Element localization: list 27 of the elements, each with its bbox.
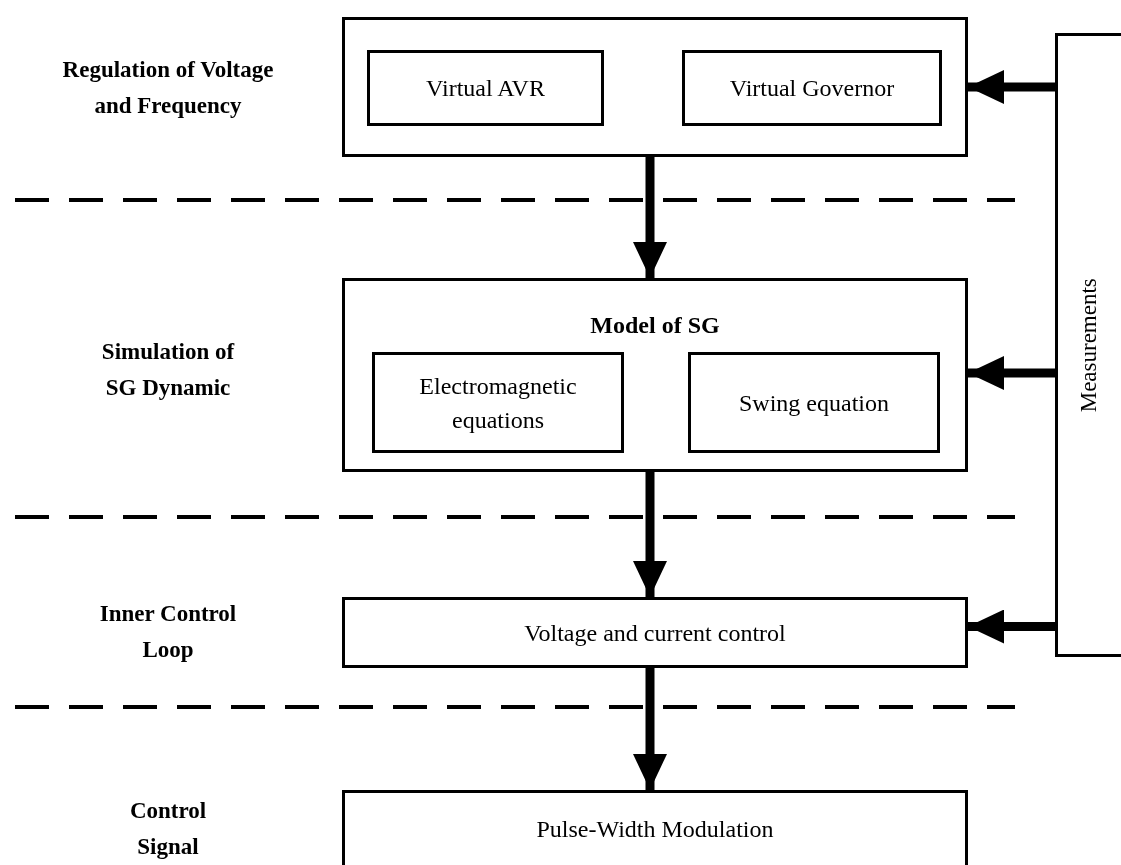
- box-text: Voltage and current control: [523, 618, 787, 648]
- process-box: [682, 50, 942, 126]
- box-text: Swing equation: [738, 388, 890, 418]
- box-text: Electromagnetic equations: [418, 371, 578, 435]
- arrow: [633, 668, 667, 790]
- arrow: [968, 609, 1055, 644]
- process-box: [688, 352, 940, 453]
- arrow: [968, 356, 1055, 390]
- box-text: Virtual AVR: [425, 74, 546, 103]
- measurement-bar: [1055, 33, 1121, 657]
- stage-box: [342, 278, 968, 472]
- vertical-label: Measurements: [1074, 277, 1102, 413]
- process-box: [372, 352, 624, 453]
- arrow: [633, 157, 667, 278]
- box-text: Virtual Governor: [728, 74, 896, 103]
- stage-label: Inner Control Loop: [98, 600, 238, 664]
- stage-label: Regulation of Voltage and Frequency: [61, 56, 275, 120]
- box-heading: Model of SG: [589, 311, 721, 340]
- stage-box: [342, 17, 968, 157]
- stage-label: Control Signal: [128, 797, 208, 861]
- process-box: [367, 50, 604, 126]
- stage-label: Simulation of SG Dynamic: [100, 338, 236, 402]
- process-box: [342, 790, 968, 865]
- process-box: [342, 597, 968, 668]
- box-text: Pulse-Width Modulation: [535, 815, 775, 844]
- arrow: [633, 472, 667, 597]
- arrow: [968, 70, 1055, 104]
